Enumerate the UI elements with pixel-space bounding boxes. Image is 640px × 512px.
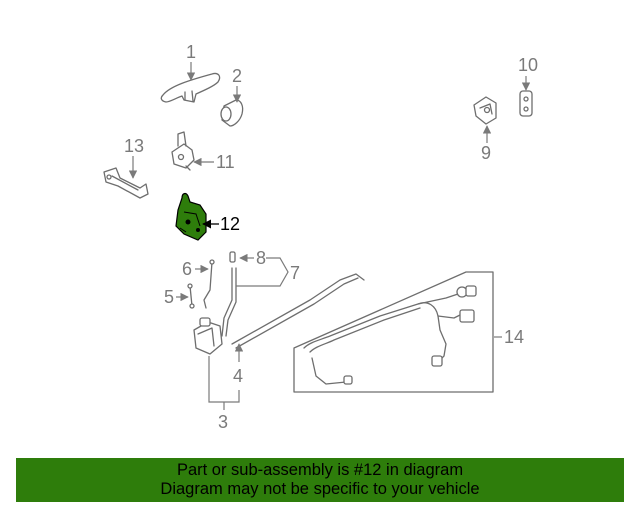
part-wiring-harness-box[interactable] [293, 271, 494, 393]
part-striker-plate[interactable] [519, 90, 533, 117]
part-outside-handle[interactable] [160, 72, 221, 103]
part-lock-cylinder[interactable] [220, 99, 244, 127]
info-banner: Part or sub-assembly is #12 in diagram D… [16, 458, 624, 502]
svg-text:1: 1 [186, 42, 196, 62]
part-latch-bracket[interactable] [171, 131, 195, 171]
callout-8: 8 [239, 248, 266, 268]
callout-14: 14 [494, 327, 524, 347]
callout-12: 12 [202, 214, 240, 234]
part-actuator[interactable] [193, 317, 223, 355]
callout-10: 10 [518, 55, 538, 91]
callout-11: 11 [193, 152, 235, 172]
svg-text:12: 12 [220, 214, 240, 234]
svg-text:8: 8 [256, 248, 266, 268]
svg-text:9: 9 [481, 143, 491, 163]
callout-6: 6 [182, 259, 209, 279]
callout-1: 1 [186, 42, 196, 81]
banner-line-2: Diagram may not be specific to your vehi… [160, 480, 480, 498]
svg-text:3: 3 [218, 412, 228, 432]
svg-text:14: 14 [504, 327, 524, 347]
callout-13: 13 [124, 136, 144, 179]
part-cable[interactable] [231, 273, 365, 349]
svg-text:11: 11 [216, 152, 235, 172]
callout-5: 5 [164, 287, 189, 307]
part-door-check[interactable] [103, 167, 149, 199]
svg-text:4: 4 [233, 366, 243, 386]
svg-text:10: 10 [518, 55, 538, 75]
part-clip-8[interactable] [229, 251, 236, 263]
svg-text:6: 6 [182, 259, 192, 279]
banner-line-1: Part or sub-assembly is #12 in diagram [176, 461, 464, 479]
svg-text:5: 5 [164, 287, 174, 307]
callout-3-bracket: 3 [208, 356, 240, 432]
callout-4: 4 [233, 343, 244, 386]
callout-9: 9 [481, 125, 492, 163]
part-rod-5[interactable] [187, 283, 195, 309]
callout-2: 2 [232, 66, 242, 103]
part-rod-7[interactable] [221, 267, 237, 337]
part-rod-6[interactable] [203, 259, 215, 309]
part-12-highlighted[interactable] [175, 192, 207, 241]
svg-text:13: 13 [124, 136, 144, 156]
part-striker[interactable] [473, 96, 497, 125]
callout-7-bracket: 7 [236, 257, 300, 287]
svg-text:2: 2 [232, 66, 242, 86]
svg-text:7: 7 [290, 263, 300, 283]
